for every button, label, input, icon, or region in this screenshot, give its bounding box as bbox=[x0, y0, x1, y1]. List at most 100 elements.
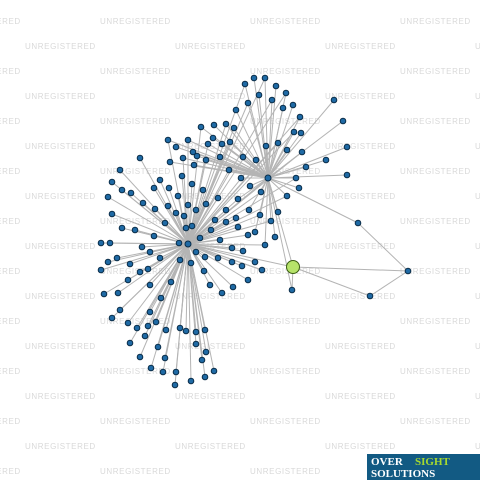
graph-node[interactable] bbox=[171, 381, 179, 389]
graph-node[interactable] bbox=[237, 174, 245, 182]
graph-node[interactable] bbox=[230, 124, 238, 132]
graph-node[interactable] bbox=[182, 224, 190, 232]
graph-node[interactable] bbox=[97, 239, 105, 247]
graph-node[interactable] bbox=[296, 113, 304, 121]
graph-node[interactable] bbox=[172, 143, 180, 151]
graph-node[interactable] bbox=[100, 290, 108, 298]
graph-node[interactable] bbox=[201, 373, 209, 381]
graph-node[interactable] bbox=[289, 101, 297, 109]
graph-node[interactable] bbox=[216, 153, 224, 161]
graph-node[interactable] bbox=[192, 206, 200, 214]
graph-node[interactable] bbox=[295, 184, 303, 192]
graph-node[interactable] bbox=[106, 239, 114, 247]
graph-node[interactable] bbox=[133, 324, 141, 332]
graph-node[interactable] bbox=[147, 364, 155, 372]
graph-node[interactable] bbox=[165, 184, 173, 192]
graph-node[interactable] bbox=[271, 233, 279, 241]
graph-node[interactable] bbox=[261, 74, 269, 82]
graph-node[interactable] bbox=[214, 194, 222, 202]
graph-node[interactable] bbox=[200, 267, 208, 275]
graph-node[interactable] bbox=[202, 348, 210, 356]
graph-node[interactable] bbox=[257, 188, 265, 196]
graph-node[interactable] bbox=[118, 224, 126, 232]
graph-node[interactable] bbox=[192, 340, 200, 348]
graph-node[interactable] bbox=[172, 368, 180, 376]
graph-node[interactable] bbox=[136, 154, 144, 162]
graph-node[interactable] bbox=[228, 258, 236, 266]
graph-node[interactable] bbox=[207, 226, 215, 234]
graph-node[interactable] bbox=[226, 138, 234, 146]
graph-node[interactable] bbox=[354, 219, 362, 227]
graph-node[interactable] bbox=[188, 222, 196, 230]
graph-node[interactable] bbox=[182, 327, 190, 335]
graph-node[interactable] bbox=[161, 354, 169, 362]
graph-node[interactable] bbox=[251, 258, 259, 266]
graph-node[interactable] bbox=[156, 176, 164, 184]
graph-node[interactable] bbox=[176, 324, 184, 332]
graph-node[interactable] bbox=[322, 156, 330, 164]
graph-node[interactable] bbox=[201, 326, 209, 334]
highlighted-node[interactable] bbox=[286, 260, 300, 274]
graph-node[interactable] bbox=[104, 258, 112, 266]
graph-node[interactable] bbox=[116, 166, 124, 174]
graph-node[interactable] bbox=[261, 241, 269, 249]
graph-node[interactable] bbox=[343, 171, 351, 179]
graph-node[interactable] bbox=[222, 206, 230, 214]
graph-node[interactable] bbox=[118, 186, 126, 194]
graph-node[interactable] bbox=[298, 148, 306, 156]
graph-node[interactable] bbox=[288, 286, 296, 294]
graph-node[interactable] bbox=[228, 244, 236, 252]
graph-node[interactable] bbox=[214, 254, 222, 262]
graph-node[interactable] bbox=[136, 268, 144, 276]
graph-node[interactable] bbox=[164, 202, 172, 210]
graph-node[interactable] bbox=[234, 195, 242, 203]
graph-node[interactable] bbox=[274, 139, 282, 147]
graph-node[interactable] bbox=[161, 219, 169, 227]
graph-node[interactable] bbox=[124, 319, 132, 327]
graph-node[interactable] bbox=[343, 143, 351, 151]
graph-node[interactable] bbox=[157, 294, 165, 302]
graph-node[interactable] bbox=[202, 200, 210, 208]
graph-node[interactable] bbox=[290, 128, 298, 136]
graph-node[interactable] bbox=[136, 353, 144, 361]
graph-node[interactable] bbox=[202, 156, 210, 164]
graph-node[interactable] bbox=[197, 123, 205, 131]
graph-node[interactable] bbox=[154, 343, 162, 351]
graph-node[interactable] bbox=[245, 206, 253, 214]
graph-node[interactable] bbox=[196, 234, 204, 242]
graph-node[interactable] bbox=[232, 106, 240, 114]
graph-node[interactable] bbox=[302, 163, 310, 171]
graph-node[interactable] bbox=[187, 259, 195, 267]
graph-node[interactable] bbox=[252, 156, 260, 164]
graph-node[interactable] bbox=[150, 184, 158, 192]
graph-node[interactable] bbox=[199, 186, 207, 194]
graph-node[interactable] bbox=[244, 276, 252, 284]
graph-node[interactable] bbox=[164, 136, 172, 144]
graph-node[interactable] bbox=[187, 377, 195, 385]
graph-node[interactable] bbox=[222, 120, 230, 128]
graph-node[interactable] bbox=[176, 256, 184, 264]
graph-node[interactable] bbox=[250, 74, 258, 82]
graph-node[interactable] bbox=[126, 260, 134, 268]
graph-node[interactable] bbox=[225, 166, 233, 174]
graph-node[interactable] bbox=[138, 243, 146, 251]
graph-node[interactable] bbox=[218, 289, 226, 297]
graph-node[interactable] bbox=[97, 266, 105, 274]
graph-node[interactable] bbox=[184, 136, 192, 144]
graph-node[interactable] bbox=[188, 180, 196, 188]
graph-node[interactable] bbox=[366, 292, 374, 300]
graph-node[interactable] bbox=[232, 214, 240, 222]
graph-node[interactable] bbox=[204, 140, 212, 148]
graph-node[interactable] bbox=[156, 254, 164, 262]
graph-node[interactable] bbox=[246, 182, 254, 190]
hub-node[interactable] bbox=[264, 174, 272, 182]
graph-node[interactable] bbox=[339, 117, 347, 125]
graph-node[interactable] bbox=[192, 328, 200, 336]
graph-node[interactable] bbox=[178, 172, 186, 180]
graph-node[interactable] bbox=[210, 367, 218, 375]
graph-node[interactable] bbox=[126, 339, 134, 347]
graph-node[interactable] bbox=[244, 99, 252, 107]
graph-node[interactable] bbox=[159, 368, 167, 376]
graph-node[interactable] bbox=[201, 253, 209, 261]
graph-node[interactable] bbox=[283, 146, 291, 154]
